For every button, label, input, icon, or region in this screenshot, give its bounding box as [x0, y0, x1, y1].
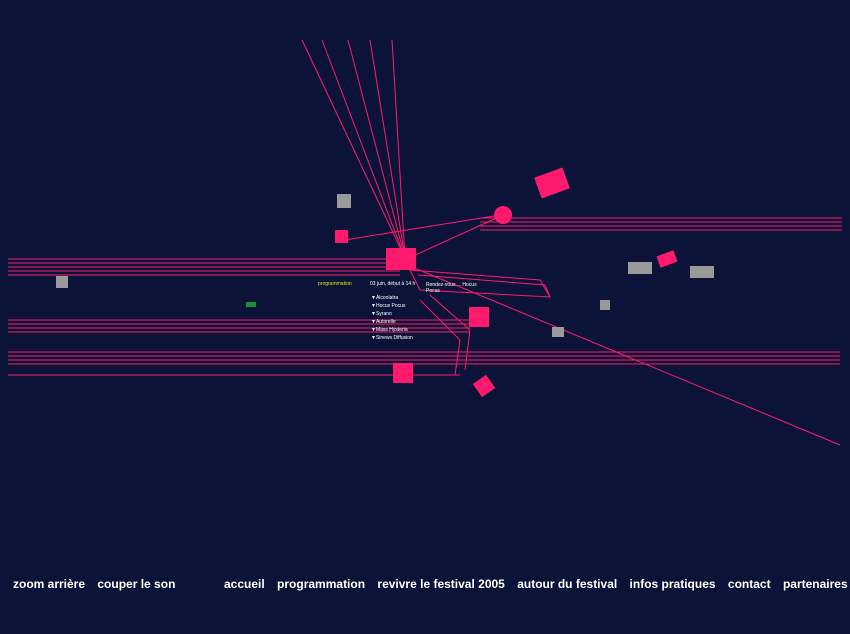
lineup-item[interactable]: Mass Hysteria: [371, 327, 413, 335]
event-info: Rendez-vous ... Hocus Pocus: [426, 282, 477, 294]
nav-contact[interactable]: contact: [727, 577, 771, 591]
nav-autour[interactable]: autour du festival: [517, 577, 618, 591]
lineup-item[interactable]: Syrano: [371, 311, 413, 319]
event-date: 03 juin, début à 14 h: [370, 281, 416, 287]
lineup-list: Alcoolatra Hocus Pocus Syrano Autorelle …: [371, 295, 413, 343]
nav-infos-pratiques[interactable]: infos pratiques: [629, 577, 716, 591]
lineup-item[interactable]: Hocus Pocus: [371, 303, 413, 311]
lineup-item[interactable]: Sinews Diffusion: [371, 335, 413, 343]
mute-button[interactable]: couper le son: [97, 577, 176, 591]
nav-partenaires[interactable]: partenaires: [782, 577, 848, 591]
programmation-label[interactable]: programmation: [318, 281, 352, 287]
lineup-item[interactable]: Autorelle: [371, 319, 413, 327]
nav-revivre-2005[interactable]: revivre le festival 2005: [377, 577, 505, 591]
nav-accueil[interactable]: accueil: [224, 577, 265, 591]
nav-programmation[interactable]: programmation: [277, 577, 366, 591]
utility-nav: zoom arrière couper le son: [13, 577, 184, 591]
lineup-item[interactable]: Alcoolatra: [371, 295, 413, 303]
zoom-out-button[interactable]: zoom arrière: [13, 577, 86, 591]
main-nav: accueil programmation revivre le festiva…: [224, 577, 850, 591]
